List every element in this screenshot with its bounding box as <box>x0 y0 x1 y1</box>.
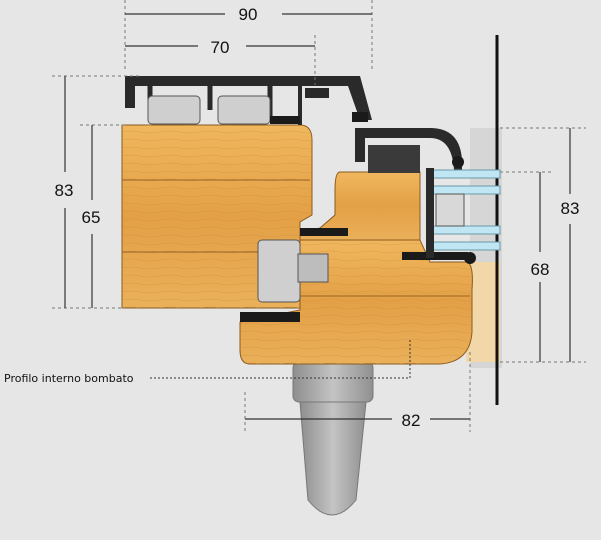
dim-left-outer: 83 <box>52 75 140 309</box>
dim-label-top-inner: 70 <box>211 38 230 57</box>
profile-note-label: Profilo interno bombato <box>4 372 134 385</box>
dim-label-bottom: 82 <box>402 411 421 430</box>
sash-wood <box>239 171 473 365</box>
dim-label-top-overall: 90 <box>239 5 258 24</box>
dim-label-right-inner: 68 <box>531 260 550 279</box>
dim-label-left-inner: 65 <box>82 208 101 227</box>
dim-top-overall: 90 <box>124 0 373 70</box>
clips <box>147 95 329 303</box>
glazing <box>426 168 501 258</box>
gaskets <box>240 112 476 322</box>
dim-right-outer: 83 <box>500 127 586 363</box>
dim-label-left-outer: 83 <box>55 181 74 200</box>
dim-left-inner: 65 <box>80 124 125 308</box>
profile-note-leader: Profilo interno bombato <box>4 340 411 385</box>
dim-right-inner: 68 <box>500 171 552 362</box>
dim-bottom: 82 <box>244 352 471 432</box>
dim-label-right-outer: 83 <box>561 199 580 218</box>
dim-top-inner: 70 <box>125 35 316 85</box>
